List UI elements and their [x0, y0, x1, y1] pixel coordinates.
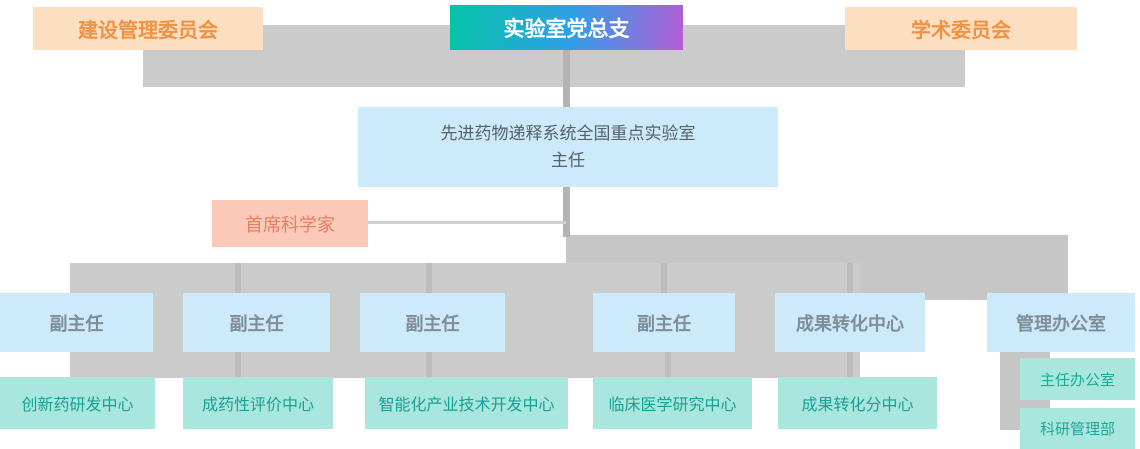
connector-stub-center5	[847, 352, 853, 379]
node-deputy-director-1: 副主任	[0, 293, 153, 352]
node-innovative-drug-center: 创新药研发中心	[0, 377, 155, 429]
connector-stub-center2	[235, 352, 241, 379]
node-chief-scientist: 首席科学家	[212, 200, 368, 247]
node-druggability-evaluation-center: 成药性评价中心	[183, 377, 333, 429]
node-deputy-director-4: 副主任	[593, 293, 735, 352]
connector-stub-center4	[665, 352, 671, 379]
connector-stub-deputy2	[235, 263, 241, 295]
node-transfer-sub-center: 成果转化分中心	[778, 377, 937, 429]
node-lab-director: 先进药物递释系统全国重点实验室 主任	[358, 107, 778, 187]
node-achievement-transfer-center: 成果转化中心	[775, 293, 925, 352]
lab-director-line2: 主任	[551, 151, 585, 170]
connector-stub-deputy3	[426, 263, 432, 295]
connector-director-to-band	[563, 187, 570, 237]
connector-stub-center3	[426, 352, 432, 379]
lab-director-line1: 先进药物递释系统全国重点实验室	[440, 124, 696, 143]
node-clinical-medicine-center: 临床医学研究中心	[593, 377, 752, 429]
connector-party-to-director	[563, 46, 570, 108]
node-construction-committee: 建设管理委员会	[33, 7, 263, 50]
node-research-management-dept: 科研管理部	[1020, 408, 1135, 449]
node-management-office: 管理办公室	[987, 293, 1135, 352]
node-party-branch: 实验室党总支	[450, 5, 683, 50]
node-deputy-director-2: 副主任	[183, 293, 330, 352]
node-intelligent-industry-center: 智能化产业技术开发中心	[365, 377, 568, 429]
node-academic-committee: 学术委员会	[845, 7, 1077, 50]
connector-chief-horizontal	[368, 221, 566, 224]
node-deputy-director-3: 副主任	[360, 293, 505, 352]
connector-stub-deputy4	[661, 263, 667, 295]
connector-stub-transfer	[847, 263, 853, 295]
node-director-office: 主任办公室	[1020, 358, 1135, 400]
